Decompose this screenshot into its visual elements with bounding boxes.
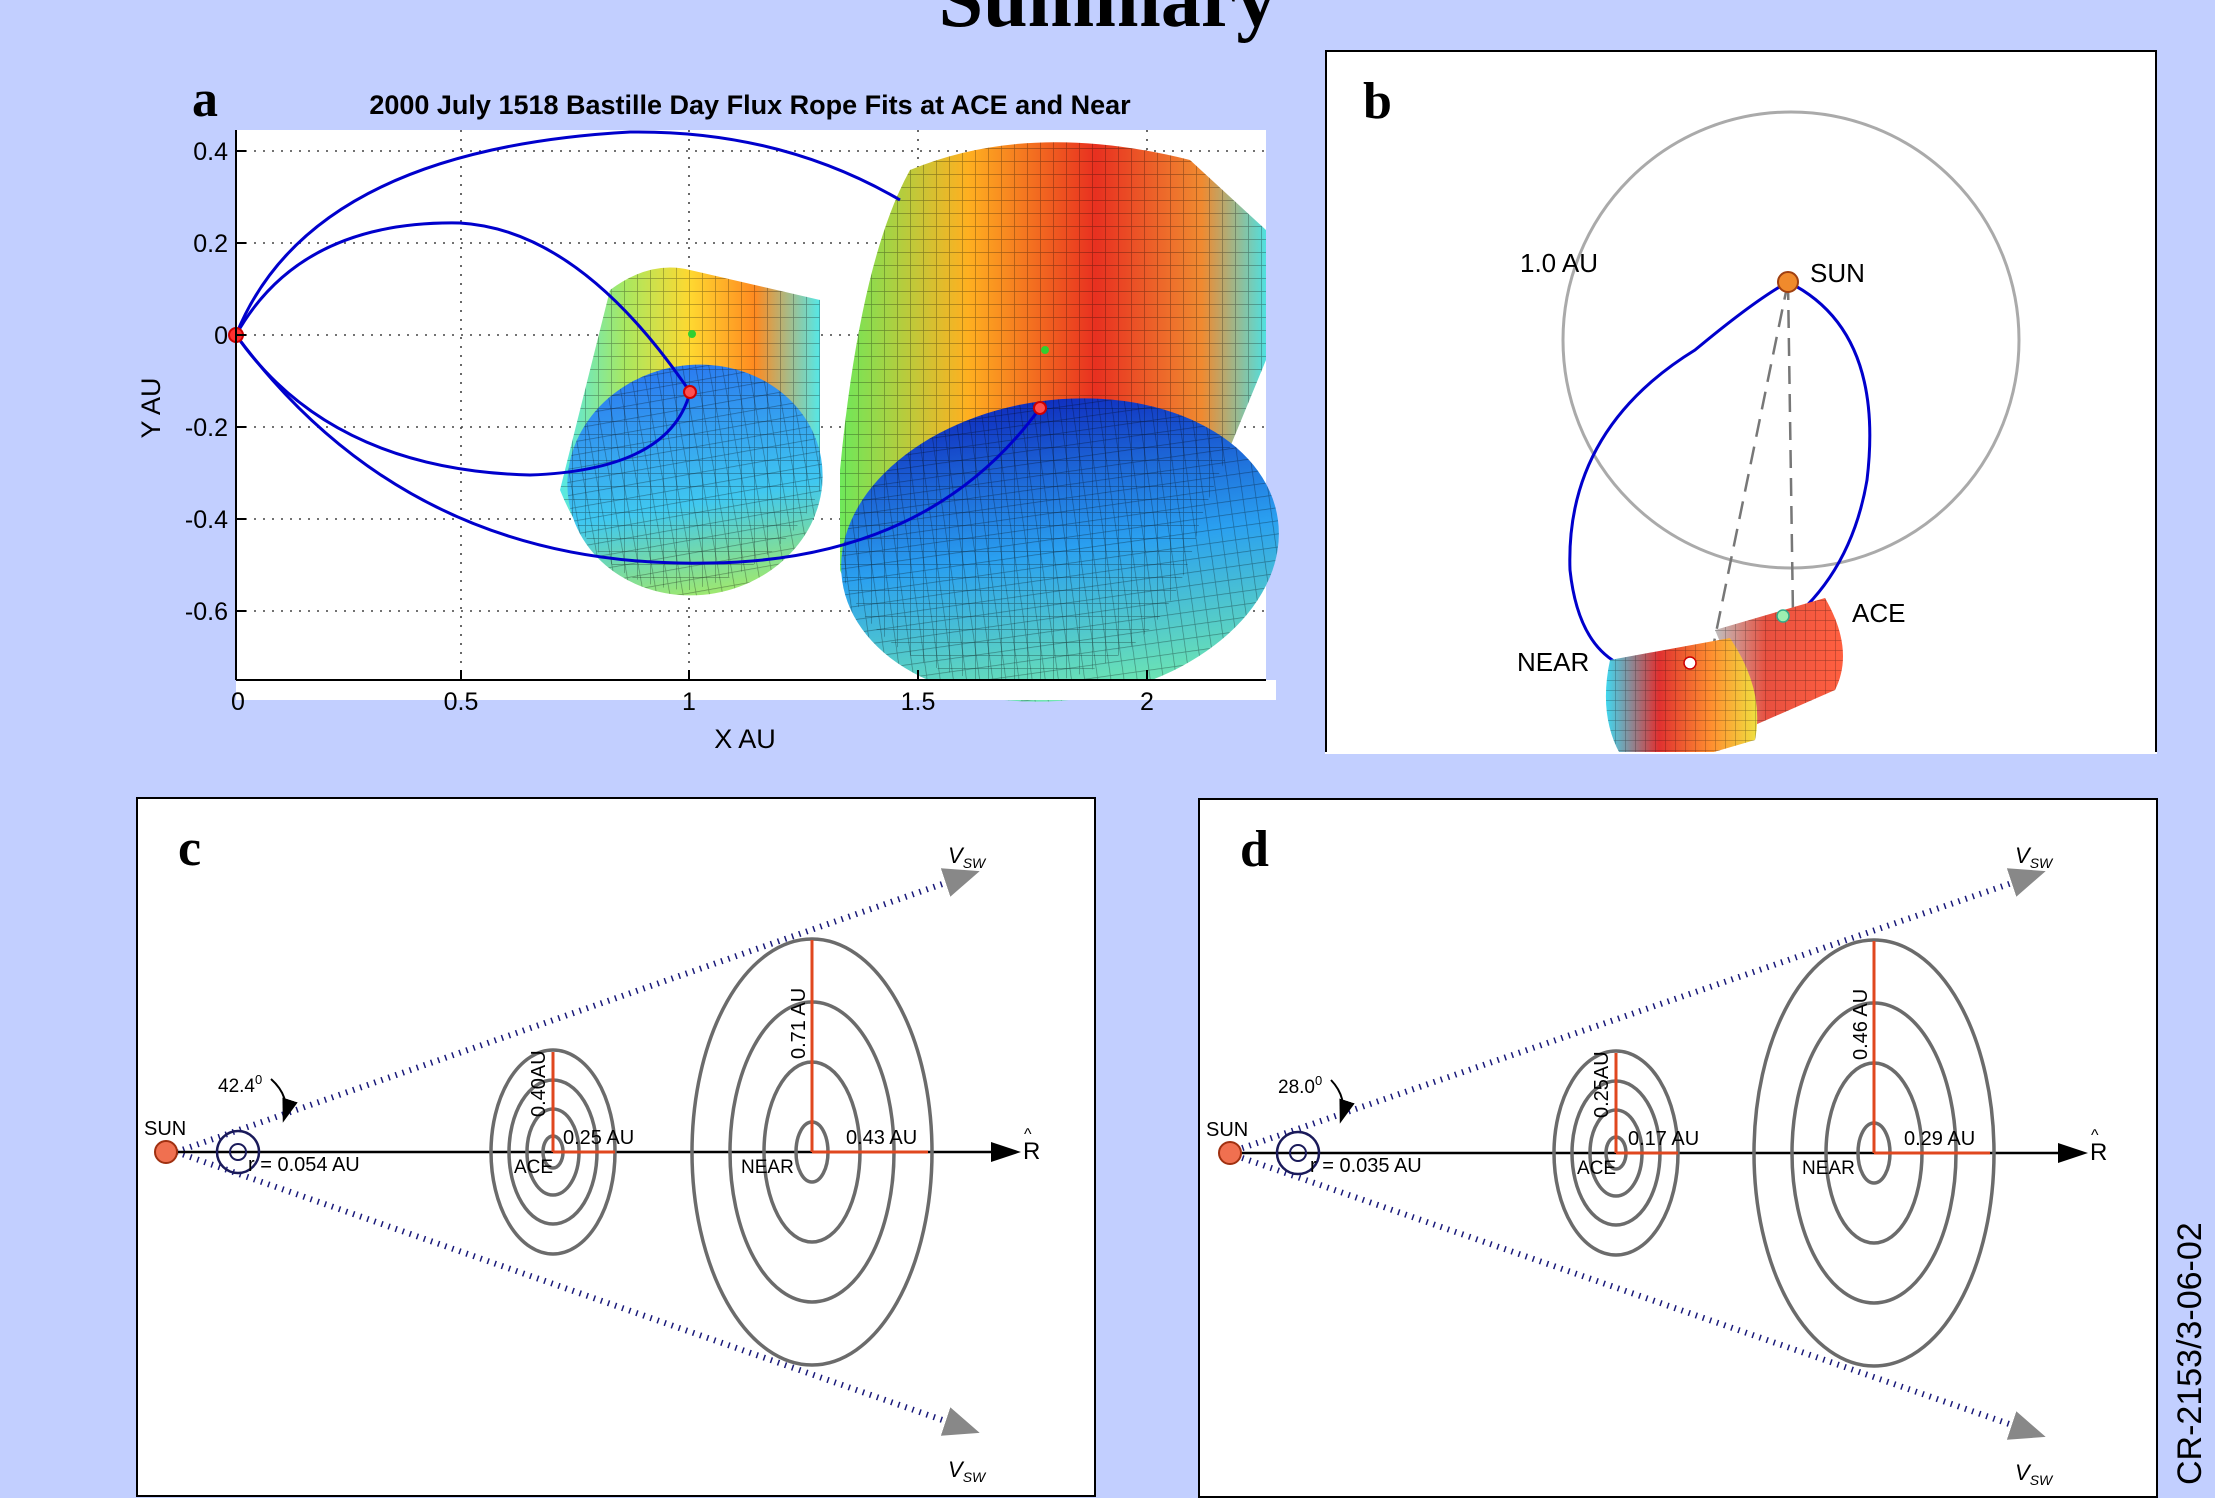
panel-a: a 2000 July 1518 Bastille D xyxy=(130,70,1280,770)
sun-marker xyxy=(154,1140,178,1164)
panel-a-xlabel: X AU xyxy=(714,724,776,754)
vsw-arrow-top xyxy=(2006,868,2046,897)
sun-label: SUN xyxy=(1810,258,1865,288)
ytick-label: 0.4 xyxy=(193,138,228,166)
xtick-label: 1.5 xyxy=(901,688,936,716)
near-label: NEAR xyxy=(1517,647,1589,677)
sun-label: SUN xyxy=(1206,1119,1248,1141)
panel-b-diagram: 1.0 AU SUN ACE NEAR xyxy=(1325,110,2157,754)
ace-vertical-label: 0.40AU xyxy=(528,1050,550,1117)
near-horizontal-label: 0.43 AU xyxy=(846,1127,917,1149)
panel-c: c VSW VSW R ^ SUN r = 0.054 AU 42.40 xyxy=(136,797,1096,1497)
ytick-label: 0 xyxy=(214,322,228,350)
ace-flux-rope-mesh xyxy=(560,267,823,596)
panel-d-diagram: VSW VSW R ^ SUN r = 0.035 AU 28.00 0.25A… xyxy=(1206,843,2107,1488)
near-vertical-label: 0.71 AU xyxy=(788,988,810,1059)
ytick-label: -0.6 xyxy=(185,598,228,626)
panel-c-diagram: VSW VSW R ^ SUN r = 0.054 AU 42.40 0.40A… xyxy=(144,843,1040,1485)
cone-lines xyxy=(1227,871,2039,1437)
rhat-label: R xyxy=(1023,1138,1040,1165)
near-horizontal-label: 0.29 AU xyxy=(1904,1128,1975,1150)
vsw-arrow-top xyxy=(940,868,980,897)
panel-b: b 1.0 AU xyxy=(1325,50,2157,754)
page-title: Summary xyxy=(938,0,1277,44)
vsw-label: VSW xyxy=(2015,843,2054,871)
orbit-label: 1.0 AU xyxy=(1520,248,1598,278)
xtick-label: 0.5 xyxy=(444,688,479,716)
panel-d-label: d xyxy=(1240,821,1269,878)
panel-c-label: c xyxy=(178,820,202,877)
sun-marker xyxy=(1218,1141,1242,1165)
panel-d: d VSW VSW R ^ SUN r = 0.035 AU 28.00 xyxy=(1198,798,2158,1498)
ace-label: ACE xyxy=(1852,598,1905,628)
rhat-label: R xyxy=(2090,1139,2107,1166)
sun-spacecraft-lines xyxy=(1708,281,1795,663)
ytick-label: 0.2 xyxy=(193,230,228,258)
ace-vertical-label: 0.25AU xyxy=(1591,1051,1613,1118)
xtick-label: 2 xyxy=(1140,688,1154,716)
cone-lines xyxy=(175,871,972,1433)
panel-a-ylabel: Y AU xyxy=(136,377,166,438)
r-label: r = 0.035 AU xyxy=(1310,1155,1422,1177)
panel-a-orbits xyxy=(234,130,1042,565)
vsw-label: VSW xyxy=(2015,1460,2054,1488)
initial-rope-outer xyxy=(215,1129,261,1175)
initial-rope-inner xyxy=(229,1143,247,1161)
near-marker xyxy=(1683,656,1697,670)
angle-label: 42.40 xyxy=(218,1072,262,1097)
orbit-1au-circle xyxy=(1561,110,2021,570)
rhat-hat-icon: ^ xyxy=(1024,1126,1032,1143)
angle-arrow-icon xyxy=(1330,1079,1355,1124)
xtick-label: 0 xyxy=(231,688,245,716)
panel-a-plot: 2000 July 1518 Bastille Day Flux Rope Fi… xyxy=(136,90,1279,754)
ytick-label: -0.4 xyxy=(185,506,228,534)
panel-a-label: a xyxy=(192,71,218,128)
vsw-arrow-bottom xyxy=(2006,1411,2046,1440)
vsw-label: VSW xyxy=(948,1457,987,1485)
angle-arrow-icon xyxy=(270,1078,298,1123)
initial-rope-outer xyxy=(1275,1130,1321,1176)
initial-rope-inner xyxy=(1289,1144,1307,1162)
near-cylinder xyxy=(1325,638,2157,754)
near-label: NEAR xyxy=(741,1157,794,1178)
ace-label: ACE xyxy=(1577,1158,1616,1179)
ace-label: ACE xyxy=(514,1157,553,1178)
ace-marker xyxy=(1776,609,1790,623)
ace-horizontal-label: 0.25 AU xyxy=(563,1127,634,1149)
panel-a-yticks: 0.4 0.2 0 -0.2 -0.4 -0.6 xyxy=(185,138,228,626)
xtick-label: 1 xyxy=(682,688,696,716)
angle-label: 28.00 xyxy=(1278,1073,1322,1098)
ytick-label: -0.2 xyxy=(185,414,228,442)
r-label: r = 0.054 AU xyxy=(248,1154,360,1176)
vsw-arrow-bottom xyxy=(940,1407,980,1436)
side-document-code: CR-2153/3-06-02 xyxy=(2171,1222,2209,1485)
vsw-label: VSW xyxy=(948,843,987,871)
sun-label: SUN xyxy=(144,1118,186,1140)
rhat-hat-icon: ^ xyxy=(2091,1127,2099,1144)
panel-b-label: b xyxy=(1363,73,1392,130)
ace-horizontal-label: 0.17 AU xyxy=(1628,1128,1699,1150)
side-code-text: CR-2153/3-06-02 xyxy=(2171,1222,2209,1485)
near-vertical-label: 0.46 AU xyxy=(1850,989,1872,1060)
sun-marker xyxy=(1777,271,1799,293)
panel-a-xticks: 0 0.5 1 1.5 2 xyxy=(231,688,1154,716)
panel-a-title: 2000 July 1518 Bastille Day Flux Rope Fi… xyxy=(369,90,1131,120)
near-label: NEAR xyxy=(1802,1158,1855,1179)
near-flux-rope-mesh xyxy=(236,142,1279,702)
